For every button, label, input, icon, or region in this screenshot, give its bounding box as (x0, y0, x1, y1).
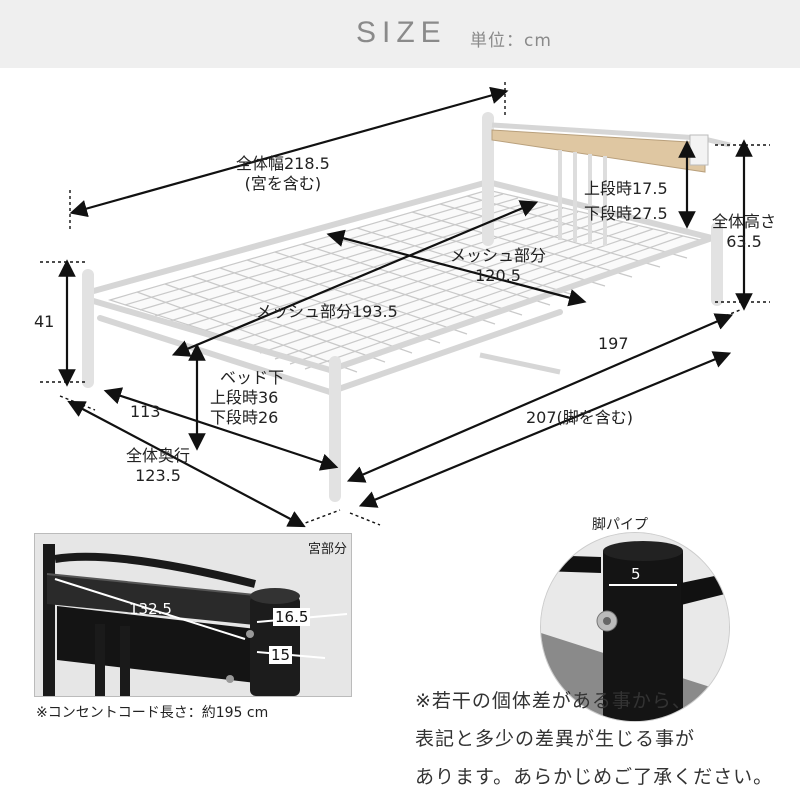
total-width-label: 全体幅218.5 (宮を含む) (236, 154, 330, 194)
mesh-short-value: 120.5 (475, 266, 521, 285)
size-header: SIZE 単位：cm (0, 0, 800, 68)
total-height-value: 63.5 (726, 232, 762, 251)
frame-height-label: 41 (34, 312, 55, 331)
total-depth-value: 123.5 (135, 466, 181, 485)
headboard-caption: 宮部分 (307, 542, 347, 557)
under-bed-label: ベッド下 上段時36 下段時26 (210, 368, 284, 428)
under-bed-title: ベッド下 (220, 368, 285, 387)
center-support (479, 352, 561, 375)
shelf-height-label: 上段時17.5 下段時27.5 (584, 176, 668, 226)
leg-pipe-caption: 脚パイプ (592, 517, 648, 533)
disclaimer-line-3: あります。あらかじめご了承ください。 (415, 766, 774, 788)
mesh-long-label: メッシュ部分193.5 (256, 302, 398, 321)
mesh-short-title: メッシュ部分 (450, 246, 547, 265)
under-bed-upper: 上段時36 (210, 388, 279, 407)
leg-pipe-inset: 5 (540, 532, 730, 722)
headboard-depth-lower: 15 (269, 646, 293, 664)
leg-diameter-value: 5 (631, 565, 641, 583)
dimension-arrows (58, 86, 753, 528)
total-height-title: 全体高さ (712, 212, 777, 231)
total-height-label: 全体高さ 63.5 (712, 212, 776, 252)
headboard-depth-upper: 16.5 (273, 608, 311, 626)
shelf-upper-value: 上段時17.5 (584, 179, 668, 198)
disclaimer-line-1: ※若干の個体差がある事から、 (415, 690, 692, 712)
under-bed-lower: 下段時26 (210, 408, 279, 427)
extension-lines (40, 82, 770, 526)
total-width-value: 全体幅218.5 (236, 154, 330, 173)
mesh-short-label: メッシュ部分 120.5 (450, 246, 546, 286)
headboard-width-value: 132.5 (129, 600, 172, 618)
frame-length-label: 197 (598, 334, 629, 353)
inner-depth-label: 113 (130, 402, 161, 421)
unit-label: 単位：cm (470, 31, 552, 51)
total-width-note: (宮を含む) (244, 174, 322, 193)
total-depth-title: 全体奥行 (126, 446, 191, 465)
shelf-lower-value: 下段時27.5 (584, 204, 668, 223)
disclaimer-line-2: 表記と多少の差異が生じる事が (415, 728, 696, 750)
total-length-label: 207(脚を含む) (526, 408, 634, 427)
leg-pipe-photo (541, 533, 729, 721)
size-title: SIZE (356, 16, 447, 49)
cord-length-note: ※コンセントコード長さ：約195 cm (36, 705, 269, 721)
headboard-detail-inset: 宮部分 132.5 16.5 15 (34, 533, 352, 697)
total-depth-label: 全体奥行 123.5 (126, 446, 190, 486)
